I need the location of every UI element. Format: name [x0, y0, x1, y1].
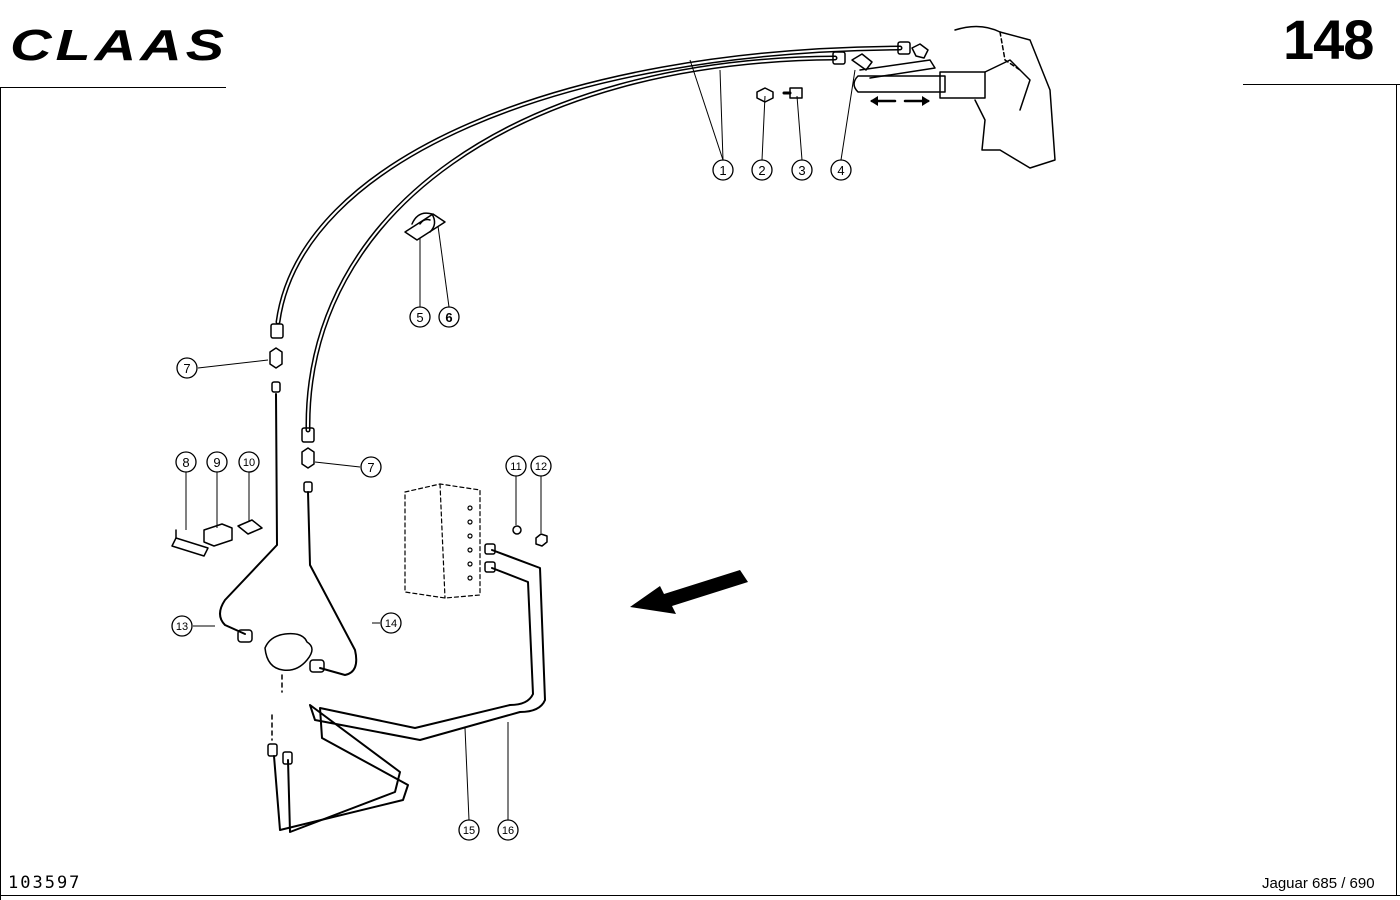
- callout-5: 5: [409, 306, 431, 328]
- nut-part: [756, 87, 774, 103]
- brand-logo-text: CLAAS: [10, 22, 228, 66]
- svg-text:7: 7: [367, 460, 374, 475]
- callout-3: 3: [791, 159, 813, 181]
- bolt-part: [782, 87, 803, 99]
- small-nut-11: [512, 525, 522, 535]
- callout-2: 2: [751, 159, 773, 181]
- svg-text:9: 9: [213, 455, 220, 470]
- callouts: 1 2 3 4 5 6 7 7 8 9 10 11 12 13 14 15 16: [171, 159, 852, 841]
- callout-4: 4: [830, 159, 852, 181]
- brand-logo: CLAAS: [10, 22, 228, 66]
- leader-lines: [185, 59, 856, 821]
- valve-block: [404, 483, 481, 599]
- callout-16: 16: [497, 819, 519, 841]
- svg-text:2: 2: [758, 163, 765, 178]
- model-label: Jaguar 685 / 690: [1262, 875, 1375, 892]
- small-nut-12: [535, 533, 548, 547]
- hydraulic-cylinder: [853, 25, 1056, 169]
- valve-block-ports: [467, 505, 473, 581]
- svg-text:1: 1: [719, 163, 726, 178]
- callout-7-lower: 7: [360, 456, 382, 478]
- callout-14: 14: [380, 612, 402, 634]
- callout-15: 15: [458, 819, 480, 841]
- callout-12: 12: [530, 455, 552, 477]
- frame-top-right-line: [1243, 84, 1400, 85]
- brake-pipe-15: [287, 549, 546, 833]
- svg-text:4: 4: [837, 163, 844, 178]
- svg-text:11: 11: [510, 461, 521, 473]
- pipe-end-fittings: [267, 543, 496, 765]
- clamp-block: [203, 523, 233, 547]
- shim-plate: [171, 529, 209, 557]
- svg-text:10: 10: [243, 457, 255, 469]
- page-number: 148: [1283, 8, 1374, 71]
- brake-pipe-14: [307, 491, 358, 676]
- direction-arrow-icon: [630, 570, 748, 614]
- reducer-fitting-lower: [301, 447, 315, 493]
- svg-text:14: 14: [385, 618, 397, 630]
- hose-end-fittings: [270, 41, 929, 443]
- callout-6: 6: [438, 306, 460, 328]
- distributor-block: [237, 629, 325, 741]
- document-number: 103597: [8, 873, 82, 893]
- callout-8: 8: [175, 451, 197, 473]
- callout-10: 10: [238, 451, 260, 473]
- svg-text:7: 7: [183, 361, 190, 376]
- svg-text:13: 13: [176, 621, 188, 633]
- callout-9: 9: [206, 451, 228, 473]
- callout-7-upper: 7: [176, 357, 198, 379]
- svg-text:3: 3: [798, 163, 805, 178]
- hose-pair: [275, 45, 903, 433]
- svg-text:8: 8: [182, 455, 189, 470]
- frame-top-left-line: [0, 87, 226, 88]
- brake-pipe-16: [273, 567, 534, 831]
- rubber-pad: [237, 519, 263, 535]
- frame-left-border: [0, 87, 1, 900]
- svg-text:5: 5: [416, 310, 423, 325]
- reducer-fitting-upper: [269, 347, 283, 393]
- svg-text:12: 12: [535, 461, 547, 473]
- svg-text:15: 15: [463, 825, 475, 837]
- hose-clamp: [404, 212, 446, 241]
- callout-11: 11: [505, 455, 527, 477]
- double-arrow-icon: [870, 96, 930, 106]
- brake-pipe-13: [219, 393, 278, 635]
- svg-text:6: 6: [445, 310, 452, 325]
- frame-bottom-border: [0, 895, 1400, 896]
- frame-right-border: [1396, 84, 1397, 896]
- svg-text:16: 16: [502, 825, 514, 837]
- callout-13: 13: [171, 615, 193, 637]
- callout-1: 1: [712, 159, 734, 181]
